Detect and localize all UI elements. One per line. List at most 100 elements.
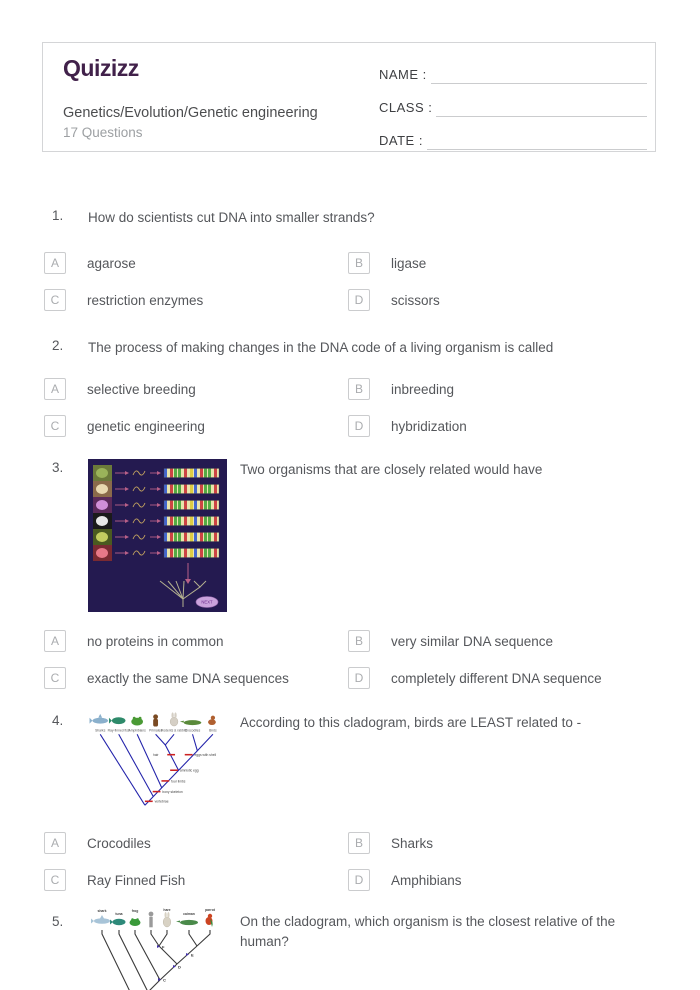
question-3-text: Two organisms that are closely related w… [240, 462, 543, 477]
name-input-line[interactable] [430, 63, 647, 84]
answer-checkbox[interactable]: D [348, 667, 370, 689]
answer-checkbox[interactable]: C [44, 667, 66, 689]
svg-text:caiman: caiman [183, 912, 195, 916]
shark-icon [91, 915, 110, 924]
question-3-option-b[interactable]: B very similar DNA sequence [348, 630, 553, 652]
option-label: no proteins in common [87, 633, 224, 649]
svg-text:amniotic egg: amniotic egg [180, 769, 199, 773]
caiman-icon [176, 919, 198, 926]
quizizz-logo: Quizizz [63, 55, 139, 81]
question-3-number: 3. [52, 460, 64, 475]
svg-text:Ray-finned fish: Ray-finned fish [108, 728, 130, 732]
name-field-label: NAME : [379, 67, 427, 82]
frog-icon [129, 918, 141, 926]
question-4-number: 4. [52, 713, 64, 728]
svg-text:hare: hare [163, 908, 170, 912]
answer-checkbox[interactable]: B [348, 378, 370, 400]
svg-text:eggs with shell: eggs with shell [194, 753, 216, 757]
question-2-option-c[interactable]: C genetic engineering [44, 415, 205, 437]
question-1-option-c[interactable]: C restriction enzymes [44, 289, 203, 311]
question-4-option-c[interactable]: C Ray Finned Fish [44, 869, 185, 891]
crocodile-icon [179, 720, 202, 726]
question-3-image-dna-sequence-comparison: NEXT [88, 459, 227, 617]
svg-text:Rodents & rabbits: Rodents & rabbits [161, 728, 188, 732]
option-label: Sharks [391, 835, 434, 851]
organism-photo-strip [93, 465, 112, 561]
answer-checkbox[interactable]: D [348, 415, 370, 437]
bird-icon [208, 715, 216, 726]
date-input-line[interactable] [426, 129, 647, 150]
date-field-row: DATE : [379, 117, 647, 150]
question-4-option-a[interactable]: A Crocodiles [44, 832, 151, 854]
answer-checkbox[interactable]: A [44, 832, 66, 854]
class-field-row: CLASS : [379, 84, 647, 117]
question-1-option-a[interactable]: A agarose [44, 252, 136, 274]
question-1-text: How do scientists cut DNA into smaller s… [88, 210, 375, 225]
answer-checkbox[interactable]: A [44, 630, 66, 652]
answer-checkbox[interactable]: D [348, 289, 370, 311]
question-4-image-vertebrate-cladogram: Sharks Ray-finned fish Amphibians Primat… [88, 710, 230, 817]
option-label: scissors [391, 292, 440, 308]
svg-text:D: D [178, 965, 181, 970]
class-field-label: CLASS : [379, 100, 433, 115]
hare-icon [162, 912, 171, 928]
svg-text:hair: hair [153, 753, 159, 757]
option-label: completely different DNA sequence [391, 670, 602, 686]
worksheet-title: Genetics/Evolution/Genetic engineering [63, 105, 318, 121]
parrot-icon [205, 913, 213, 927]
answer-checkbox[interactable]: C [44, 289, 66, 311]
node-labels: F E D C [157, 945, 194, 983]
fish-icon [108, 717, 126, 725]
answer-checkbox[interactable]: B [348, 252, 370, 274]
answer-checkbox[interactable]: A [44, 378, 66, 400]
question-1-number: 1. [52, 208, 64, 223]
name-field-row: NAME : [379, 51, 647, 84]
svg-text:Amphibians: Amphibians [129, 728, 147, 732]
question-2-option-d[interactable]: D hybridization [348, 415, 467, 437]
class-input-line[interactable] [436, 96, 647, 117]
answer-checkbox[interactable]: D [348, 869, 370, 891]
question-count: 17 Questions [63, 125, 143, 140]
option-label: very similar DNA sequence [391, 633, 554, 649]
svg-text:shark: shark [97, 909, 106, 913]
svg-text:Crocodiles: Crocodiles [185, 728, 201, 732]
option-label: ligase [391, 255, 427, 271]
trait-ticks: vertebrae bony skeleton four limbs amnio… [144, 753, 216, 804]
phylogenetic-tree [159, 580, 207, 607]
option-label: genetic engineering [87, 418, 205, 434]
question-2-option-b[interactable]: B inbreeding [348, 378, 454, 400]
svg-text:E: E [191, 953, 194, 958]
svg-text:tuna: tuna [115, 912, 122, 916]
option-label: inbreeding [391, 381, 455, 397]
answer-checkbox[interactable]: C [44, 415, 66, 437]
svg-text:F: F [162, 945, 165, 950]
svg-text:bony skeleton: bony skeleton [162, 790, 183, 794]
dna-sequence-bars [163, 468, 220, 558]
next-button: NEXT [195, 596, 219, 608]
taxa-labels: shark tuna frog hare caiman parrot [97, 908, 215, 916]
cladogram-branches [101, 930, 211, 990]
question-1-option-d[interactable]: D scissors [348, 289, 440, 311]
question-2-option-a[interactable]: A selective breeding [44, 378, 196, 400]
question-2-number: 2. [52, 338, 64, 353]
question-3-option-a[interactable]: A no proteins in common [44, 630, 224, 652]
answer-checkbox[interactable]: C [44, 869, 66, 891]
option-label: Amphibians [391, 872, 462, 888]
svg-text:frog: frog [132, 909, 139, 913]
question-1-option-b[interactable]: B ligase [348, 252, 426, 274]
svg-text:Sharks: Sharks [95, 728, 106, 732]
date-field-label: DATE : [379, 133, 423, 148]
svg-text:vertebrae: vertebrae [155, 800, 169, 804]
question-5-image-human-cladogram: shark tuna frog hare caiman parrot [88, 906, 228, 990]
tuna-icon [110, 918, 126, 926]
answer-checkbox[interactable]: B [348, 630, 370, 652]
question-4-option-b[interactable]: B Sharks [348, 832, 433, 854]
question-4-option-d[interactable]: D Amphibians [348, 869, 462, 891]
answer-checkbox[interactable]: B [348, 832, 370, 854]
question-3-option-d[interactable]: D completely different DNA sequence [348, 667, 602, 689]
question-5-number: 5. [52, 914, 64, 929]
option-label: selective breeding [87, 381, 196, 397]
svg-text:Primates: Primates [149, 728, 162, 732]
answer-checkbox[interactable]: A [44, 252, 66, 274]
question-3-option-c[interactable]: C exactly the same DNA sequences [44, 667, 289, 689]
